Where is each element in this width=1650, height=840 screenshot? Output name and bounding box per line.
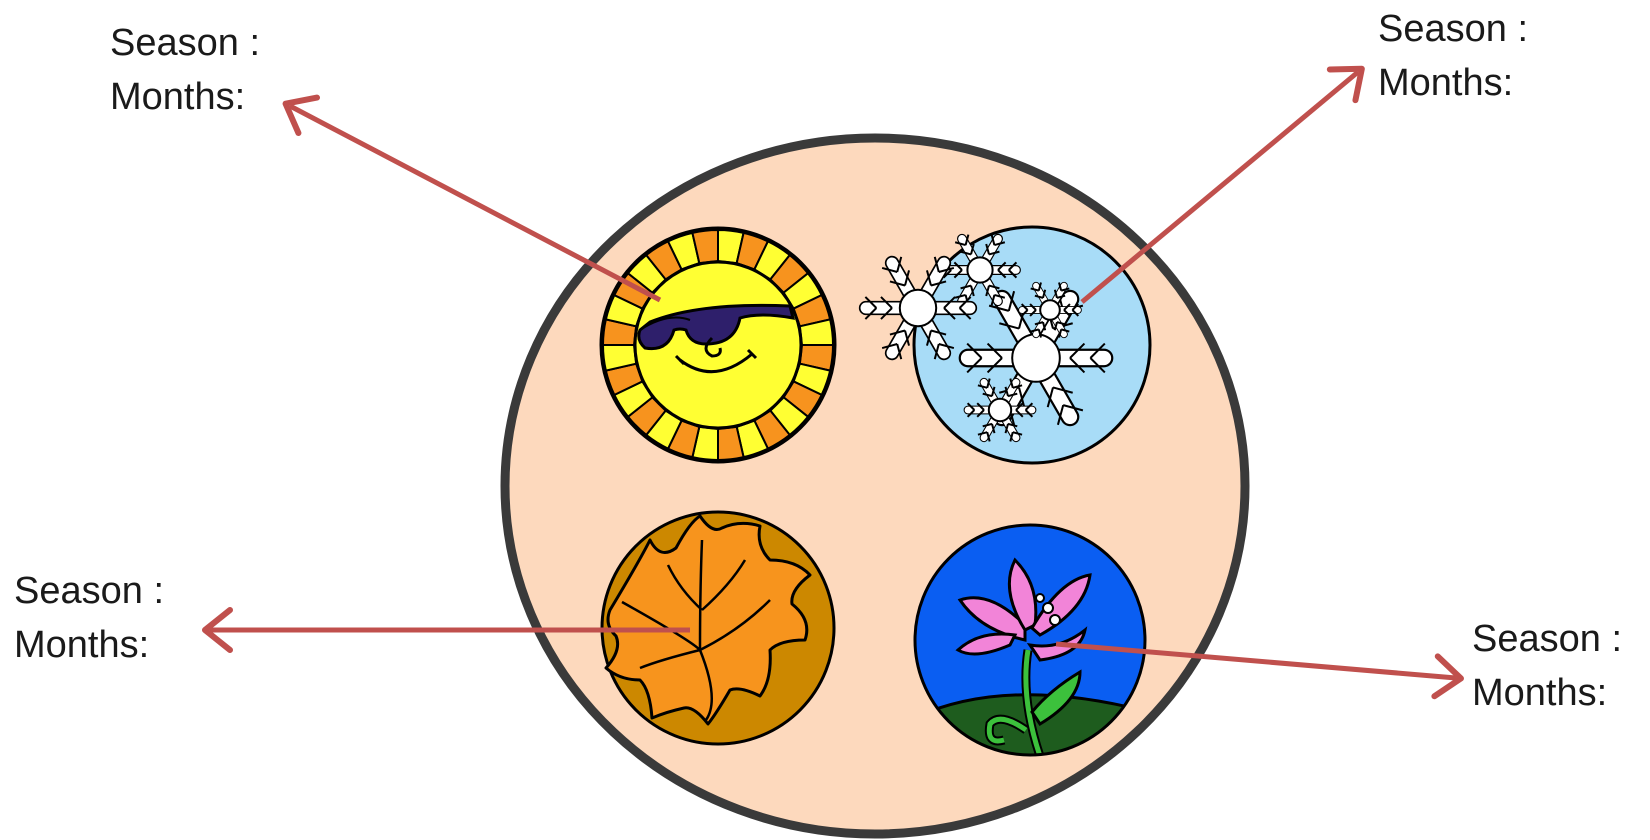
season-label: Season : — [1472, 612, 1622, 666]
months-label: Months: — [110, 70, 260, 124]
sun-with-sunglasses-icon — [601, 228, 835, 462]
months-label: Months: — [1472, 666, 1622, 720]
arrow-winter — [1082, 72, 1358, 302]
winter-label: Season : Months: — [1378, 2, 1528, 110]
summer-label: Season : Months: — [110, 16, 260, 124]
spring-label: Season : Months: — [1472, 612, 1622, 720]
season-label: Season : — [110, 16, 260, 70]
months-label: Months: — [14, 618, 164, 672]
season-label: Season : — [1378, 2, 1528, 56]
seasons-plate — [505, 138, 1245, 834]
season-label: Season : — [14, 564, 164, 618]
arrow-summer — [290, 106, 660, 300]
autumn-label: Season : Months: — [14, 564, 164, 672]
months-label: Months: — [1378, 56, 1528, 110]
